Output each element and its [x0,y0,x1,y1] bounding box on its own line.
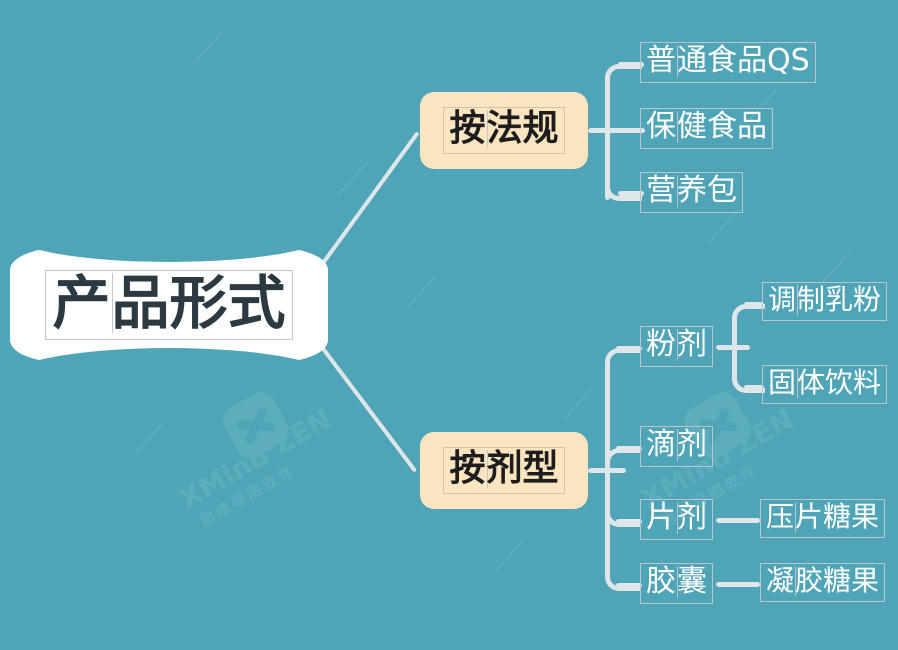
background-streak [337,161,369,196]
connector-capsule-to-gel-candy [716,582,760,587]
connector-stub-powder [716,346,736,350]
topic-ordinary-food-qs[interactable]: 普通食品QS [640,42,816,83]
topic-solid-drink[interactable]: 固体饮料 [762,365,888,404]
connector-to-capsule [616,583,642,588]
branch-node-regulation-label: 按法规 [443,107,565,154]
root-node-label: 产品形式 [45,269,293,341]
watermark-sub-text: 思维导图软件 [196,460,300,531]
topic-pressed-candy[interactable]: 压片糖果 [760,499,886,538]
connector-elbow-top-regulation [605,64,642,99]
connector-stub-capsule-child [716,583,736,587]
connector-root-to-regulation [316,131,420,272]
connector-elbow-powder [605,348,640,383]
connector-stub-tablet-child [716,519,736,523]
watermark-brand-text: XMind ZEN [174,403,338,516]
topic-gel-candy-label: 凝胶糖果 [760,563,886,602]
connector-regulation-trunk [588,128,642,133]
topic-gel-candy[interactable]: 凝胶糖果 [760,563,886,602]
connector-to-powder [616,346,642,351]
topic-tablet[interactable]: 片剂 [640,499,713,540]
connector-powder-spine [732,330,737,362]
branch-node-dosage-label: 按剂型 [443,447,565,494]
connector-to-tablet [616,519,642,524]
connector-stub-dosage [588,468,612,472]
connector-dosage-spine [605,364,610,576]
connector-elbow-capsule [605,556,640,591]
connector-elbow-bottom-regulation [605,166,642,201]
background-streak [493,539,525,574]
connector-elbow-modified-milk [732,304,765,337]
topic-capsule[interactable]: 胶囊 [640,563,713,604]
topic-ordinary-food-qs-label: 普通食品QS [640,42,816,83]
connector-to-drops [616,446,642,451]
connector-to-modified-milk-powder [744,302,764,307]
background-streak [819,251,851,286]
connector-to-health-food [605,128,645,133]
connector-dosage-trunk [588,468,626,473]
background-streak [707,209,739,244]
topic-solid-drink-label: 固体饮料 [762,365,888,404]
topic-tablet-label: 片剂 [640,499,713,540]
background-streak [563,385,595,420]
topic-modified-milk-powder[interactable]: 调制乳粉 [762,282,888,321]
topic-drops-label: 滴剂 [640,426,713,467]
background-streak [193,29,225,64]
xmind-watermark: XMind ZEN 思维导图软件 [153,360,364,545]
connector-to-solid-drink [744,385,764,390]
topic-nutrition-pack[interactable]: 营养包 [640,172,743,213]
branch-node-dosage[interactable]: 按剂型 [420,432,588,509]
topic-powder[interactable]: 粉剂 [640,326,713,367]
xmind-logo-icon [217,387,295,464]
connector-stub-regulation [588,128,612,132]
connector-elbow-tablet [605,496,640,527]
root-node[interactable]: 产品形式 [8,228,330,382]
connector-tablet-to-candy [716,518,760,523]
connector-root-to-dosage [316,340,418,473]
topic-health-food[interactable]: 保健食品 [640,108,773,149]
connector-elbow-solid-drink [732,360,765,393]
topic-health-food-label: 保健食品 [640,108,773,149]
branch-node-regulation[interactable]: 按法规 [420,92,588,169]
background-streak [133,421,165,456]
topic-powder-label: 粉剂 [640,326,713,367]
background-streak [405,275,437,310]
topic-pressed-candy-label: 压片糖果 [760,499,886,538]
topic-nutrition-pack-label: 营养包 [640,172,743,213]
connector-powder-trunk [716,345,750,350]
topic-capsule-label: 胶囊 [640,563,713,604]
topic-drops[interactable]: 滴剂 [640,426,713,467]
topic-modified-milk-powder-label: 调制乳粉 [762,282,888,321]
connector-regulation-spine [605,80,610,200]
connector-elbow-drops [605,448,640,477]
